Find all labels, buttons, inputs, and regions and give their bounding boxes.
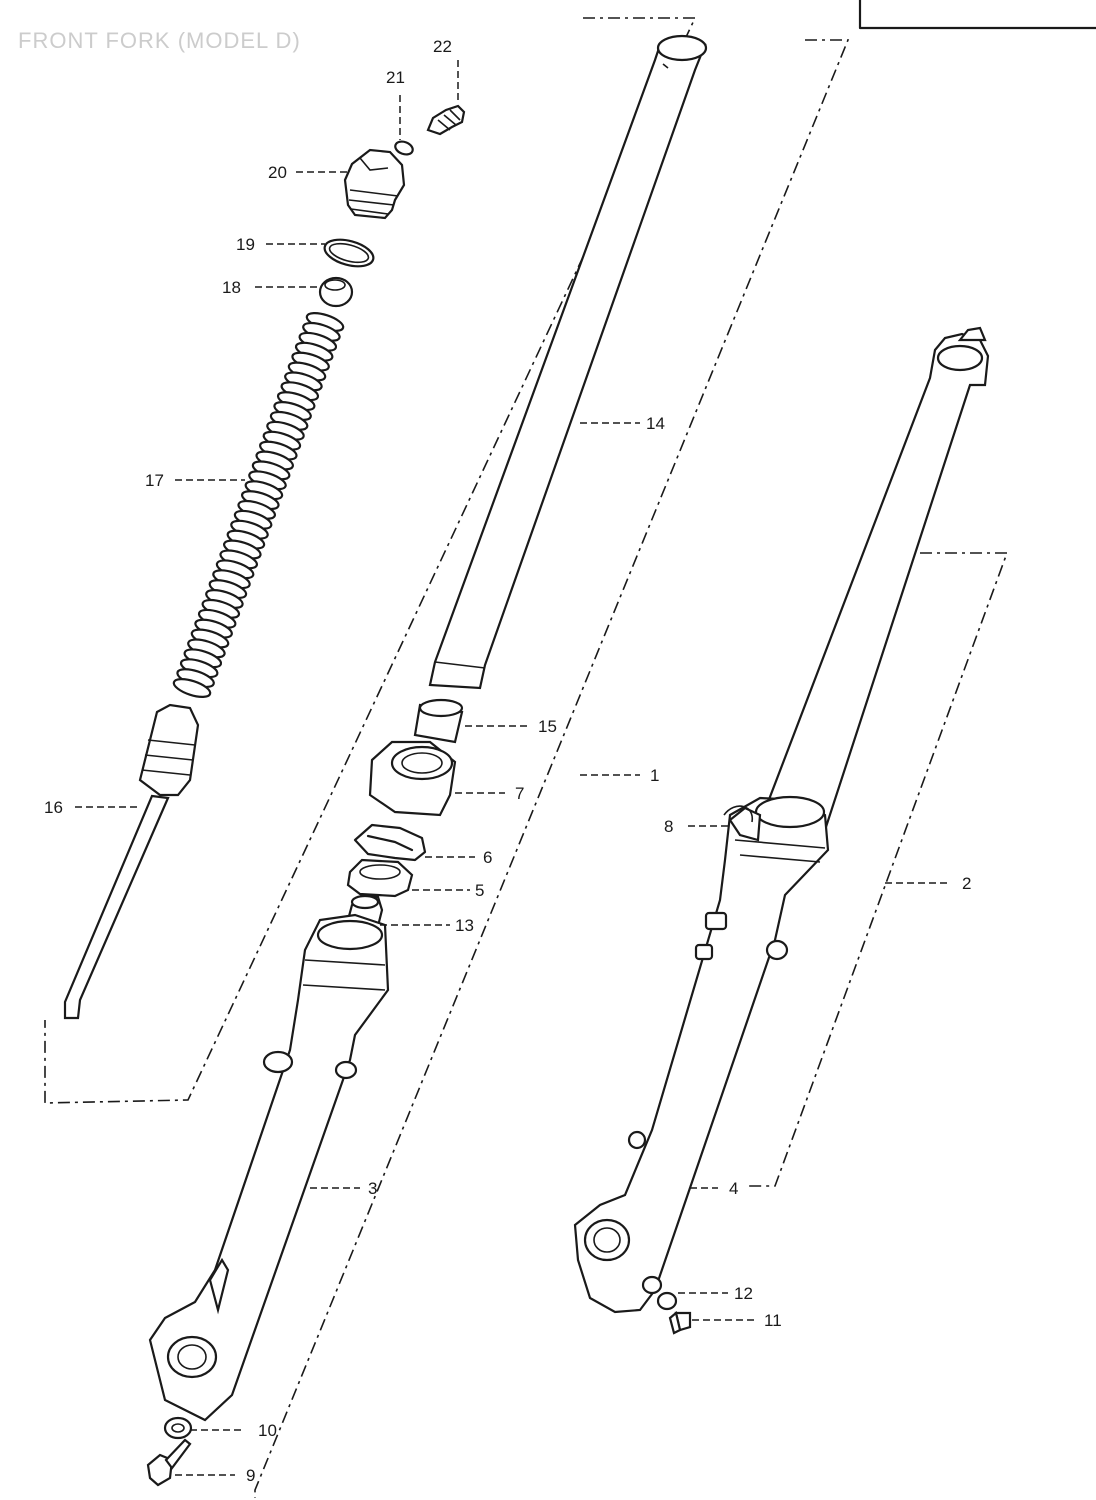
outer-tube-4 [573, 795, 830, 1314]
callout-9: 9 [246, 1466, 256, 1485]
callout-15: 15 [538, 717, 557, 736]
fork-spring-17 [172, 312, 345, 698]
callout-6: 6 [483, 848, 493, 867]
callout-19: 19 [236, 235, 255, 254]
washer-10 [163, 1416, 193, 1440]
callout-3: 3 [368, 1179, 378, 1198]
assembly-outline-1 [44, 17, 697, 1104]
callout-10: 10 [258, 1421, 277, 1440]
callout-13: 13 [455, 916, 474, 935]
callout-20: 20 [268, 163, 287, 182]
slide-bushing-15 [413, 698, 464, 744]
leader-lines [75, 60, 950, 1476]
bleed-screw-22 [426, 104, 466, 136]
spacer-18 [318, 276, 354, 308]
washer-12 [656, 1291, 678, 1311]
diagram-title: FRONT FORK (MODEL D) [18, 28, 301, 53]
callout-12: 12 [734, 1284, 753, 1303]
outer-tube-3 [148, 913, 390, 1422]
assembly-outline-2 [745, 552, 1009, 1187]
damper-rod-16 [63, 703, 200, 1020]
callout-4: 4 [729, 1179, 739, 1198]
oil-seal-5 [346, 858, 414, 898]
spring-coil [172, 678, 212, 698]
o-ring-21 [394, 140, 414, 156]
callout-18: 18 [222, 278, 241, 297]
inner-tube-14 [428, 34, 708, 690]
o-ring-19 [323, 238, 375, 268]
corner-frame [858, 0, 1096, 30]
dust-seal-7 [368, 740, 457, 817]
retaining-clip-6 [353, 823, 427, 862]
callout-14: 14 [646, 414, 665, 433]
callout-11: 11 [764, 1311, 782, 1330]
callout-16: 16 [44, 798, 63, 817]
assembly-outline-1b [254, 39, 850, 1498]
callout-5: 5 [475, 881, 485, 900]
drain-screw-11 [668, 1311, 692, 1335]
callout-22: 22 [433, 37, 452, 56]
cap-bolt-20 [343, 148, 406, 220]
callout-1: 1 [650, 766, 660, 785]
callout-21: 21 [386, 68, 405, 87]
bolt-9 [146, 1438, 192, 1487]
inner-tube-2 [763, 326, 990, 832]
callout-8: 8 [664, 817, 674, 836]
callout-7: 7 [515, 784, 525, 803]
callout-17: 17 [145, 471, 164, 490]
callout-2: 2 [962, 874, 972, 893]
